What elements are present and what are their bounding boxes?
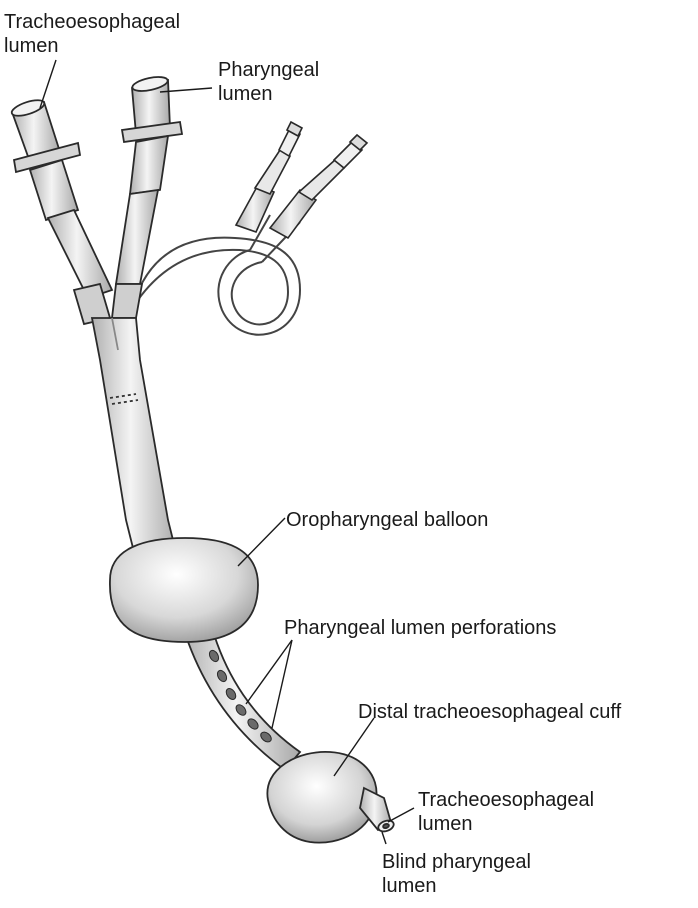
pilot-line-coil: [130, 215, 300, 335]
tracheoesophageal-connector: [10, 97, 112, 324]
distal-tip: [360, 788, 395, 833]
label-pharyngeal-lumen-top: Pharyngeal lumen: [218, 58, 319, 106]
label-tracheoesophageal-lumen-top: Tracheoesophageal lumen: [4, 10, 180, 58]
label-distal-tracheoesophageal-cuff: Distal tracheoesophageal cuff: [358, 700, 621, 724]
label-oropharyngeal-balloon: Oropharyngeal balloon: [286, 508, 488, 532]
pharyngeal-connector: [112, 74, 182, 318]
oropharyngeal-balloon: [110, 538, 258, 642]
label-pharyngeal-lumen-perforations: Pharyngeal lumen perforations: [284, 616, 556, 640]
label-blind-pharyngeal-lumen: Blind pharyngeal lumen: [382, 850, 531, 898]
distal-tube: [184, 628, 300, 770]
label-tracheoesophageal-lumen-bottom: Tracheoesophageal lumen: [418, 788, 594, 836]
distal-cuff: [267, 752, 376, 843]
main-shaft: [92, 318, 178, 560]
leader-lines: [40, 60, 414, 844]
